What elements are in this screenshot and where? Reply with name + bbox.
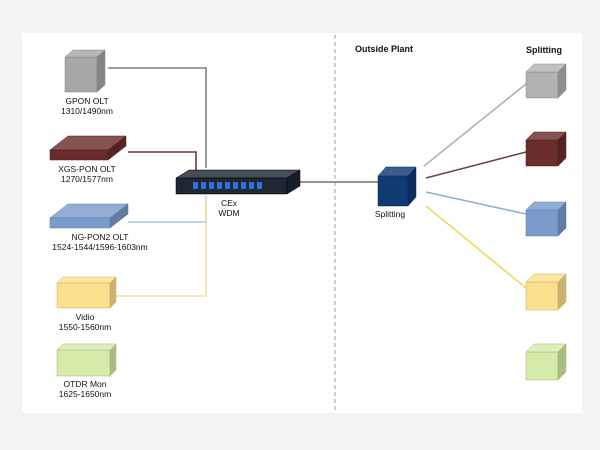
ng-pon2-link (128, 196, 207, 223)
gpon-link (108, 67, 207, 168)
video-name: Vidio (76, 312, 95, 322)
wdm-ports (193, 182, 262, 189)
output-otdr-device (525, 343, 567, 381)
output-ngpon2-device (525, 201, 567, 237)
wdm-type: WDM (218, 208, 239, 218)
gpon-olt-name: GPON OLT (65, 96, 108, 106)
otdr-mon-name: OTDR Mon (64, 379, 107, 389)
splitting-header: Splitting (526, 45, 562, 55)
wdm-name: CEx (221, 198, 238, 208)
xgs-pon-olt-name: XGS-PON OLT (58, 164, 115, 174)
gpon-drop-link (423, 83, 527, 167)
xgs-pon-link (128, 151, 197, 172)
output-video-device (525, 273, 567, 311)
output-links (423, 83, 527, 289)
ng-pon2-olt-device (49, 203, 129, 229)
xgs-pon-olt-spec: 1270/1577nm (61, 174, 113, 184)
xgs-drop-link (425, 151, 527, 179)
output-xgs-device (525, 131, 567, 167)
video-link (116, 198, 207, 297)
video-device (56, 276, 117, 309)
source-links (108, 67, 207, 297)
output-gpon-device (525, 63, 567, 99)
ngpon2-drop-link (425, 191, 527, 215)
otdr-mon-spec: 1625-1650nm (59, 389, 111, 399)
splitter-device (377, 166, 417, 207)
video-spec: 1550-1560nm (59, 322, 111, 332)
otdr-mon-device (56, 343, 117, 377)
video-drop-link (425, 205, 527, 289)
gpon-olt-spec: 1310/1490nm (61, 106, 113, 116)
outside-plant-title: Outside Plant (355, 44, 413, 54)
ng-pon2-olt-name: NG-PON2 OLT (72, 232, 129, 242)
ng-pon2-olt-spec: 1524-1544/1596-1603nm (52, 242, 147, 252)
gpon-olt-device (64, 49, 106, 93)
cex-wdm-device (175, 169, 301, 195)
splitter-label: Splitting (375, 209, 406, 219)
xgs-pon-olt-device (49, 135, 127, 161)
